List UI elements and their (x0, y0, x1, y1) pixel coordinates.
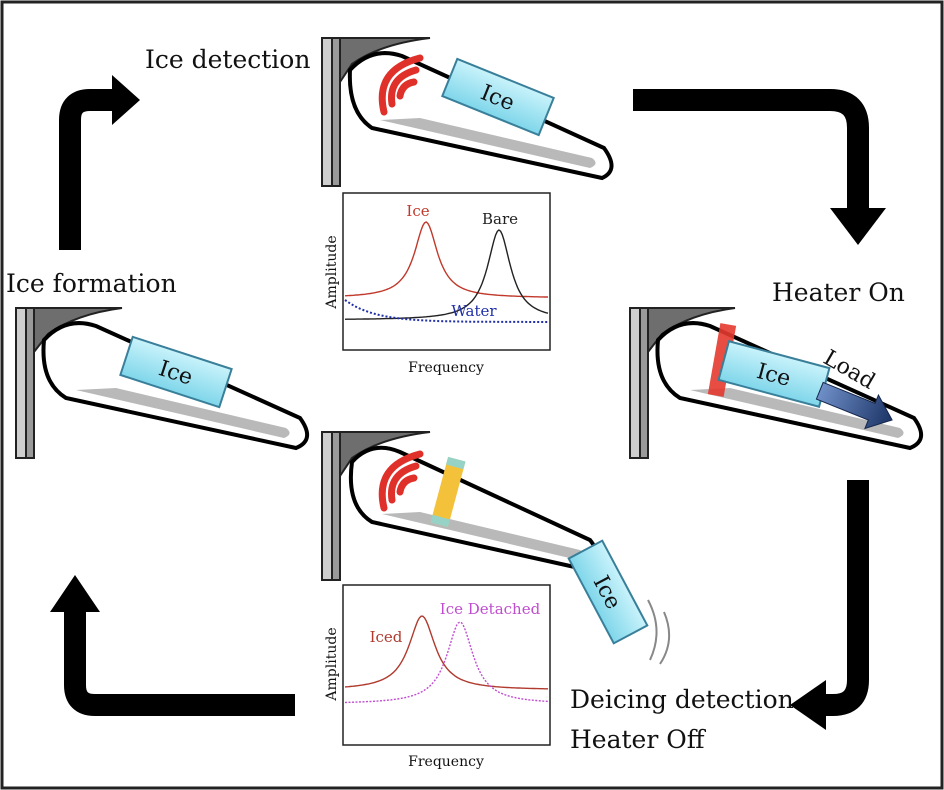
signal-waves-icon (378, 54, 424, 116)
load-arrow-icon (815, 381, 893, 430)
series-label-iced: Iced (370, 628, 403, 646)
chart-y-label: Amplitude (324, 627, 340, 701)
chart-top-curves (344, 221, 549, 323)
blade-ice-detection: Ice (321, 37, 614, 187)
detached-ice-block-icon: Ice (567, 539, 649, 645)
chart-y-label: Amplitude (324, 235, 340, 309)
series-label-bare: Bare (482, 210, 518, 228)
curve-water (344, 299, 548, 323)
curve-iced (344, 615, 548, 690)
heater-strip-icon (430, 456, 466, 528)
arrow-detection-to-heater-on (633, 89, 869, 210)
chart-frame (342, 584, 551, 746)
ice-block-icon: Ice (119, 335, 233, 409)
arrow-formation-to-detection (59, 89, 115, 250)
chart-bottom-curves (344, 615, 549, 704)
chart-frame (342, 192, 551, 351)
chart-deicing-detection: Amplitude Frequency Iced Ice Detached (324, 584, 551, 770)
series-label-water: Water (451, 302, 497, 320)
series-label-ice: Ice (406, 202, 429, 220)
blade-deicing: Ice (321, 431, 671, 665)
label-deicing-detection: Deicing detection (570, 685, 794, 714)
arrow-heater-on-to-deicing (822, 480, 869, 716)
arrowhead-up-icon (50, 575, 100, 612)
label-heater-on: Heater On (772, 278, 905, 307)
blade-ice-formation: Ice (15, 307, 309, 459)
flow-arrows (59, 89, 869, 716)
motion-lines-icon (647, 599, 671, 665)
arrowhead-right-icon (112, 75, 140, 125)
curve-ice-detached (345, 621, 549, 704)
blade-heater-on: Ice Load (629, 307, 923, 459)
flow-arrowheads (50, 75, 886, 730)
label-ice-detection: Ice detection (145, 45, 310, 74)
chart-x-label: Frequency (408, 360, 484, 376)
signal-waves-icon (378, 450, 424, 512)
ice-block-icon: Ice (440, 57, 556, 137)
label-ice-formation: Ice formation (6, 269, 177, 298)
chart-ice-detection: Amplitude Frequency Ice Bare Water (324, 192, 551, 376)
label-heater-off: Heater Off (570, 725, 707, 754)
curve-ice (344, 221, 548, 298)
chart-x-label: Frequency (408, 754, 484, 770)
curve-bare (344, 229, 549, 320)
series-label-ice-detached: Ice Detached (440, 600, 541, 618)
arrowhead-down-icon (830, 208, 886, 245)
arrow-deicing-to-formation (64, 610, 295, 716)
arrowhead-left-icon (790, 680, 826, 730)
